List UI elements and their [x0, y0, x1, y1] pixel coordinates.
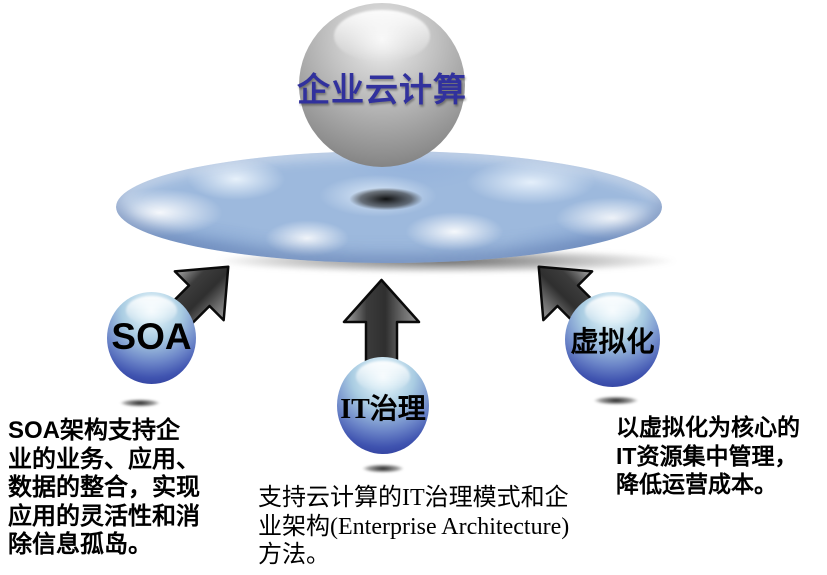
- text-line: SOA架构支持企: [8, 417, 181, 444]
- text-line: 应用的灵活性和消: [8, 502, 200, 530]
- virtualization-sphere: 虚拟化: [565, 292, 660, 387]
- virtualization-description: 以虚拟化为核心的 IT资源集中管理， 降低运营成本。: [616, 413, 800, 499]
- it-governance-sphere: IT治理: [337, 357, 429, 454]
- it-governance-label: IT治理: [340, 394, 426, 425]
- it-governance-description: 支持云计算的IT治理模式和企 业架构(Enterprise Architectu…: [258, 484, 569, 570]
- it-governance-sphere-shadow: [356, 463, 410, 474]
- sphere-gloss-highlight: [333, 9, 431, 63]
- text-line: 业架构(Enterprise Architecture): [258, 513, 570, 540]
- sphere-gloss-highlight: [125, 295, 178, 326]
- virtualization-label: 虚拟化: [570, 327, 655, 358]
- soa-sphere: SOA: [107, 292, 196, 384]
- text-line: 数据的整合，实现: [8, 474, 200, 501]
- text-line: 支持云计算的IT治理模式和企: [258, 485, 569, 511]
- soa-sphere-shadow: [114, 398, 166, 408]
- sphere-contact-shadow: [337, 184, 435, 214]
- soa-label: SOA: [111, 316, 192, 357]
- sphere-gloss-highlight: [584, 295, 641, 327]
- enterprise-cloud-sphere: 企业云计算: [297, 3, 466, 167]
- text-line: 以虚拟化为核心的: [616, 414, 800, 440]
- soa-description: SOA架构支持企 业的业务、应用、 数据的整合，实现 应用的灵活性和消 除信息孤…: [8, 417, 200, 560]
- text-line: 降低运营成本。: [616, 471, 777, 497]
- text-line: 方法。: [258, 542, 330, 568]
- diagram-title: 企业云计算: [297, 71, 467, 108]
- sphere-gloss-highlight: [356, 360, 410, 392]
- text-line: 除信息孤岛。: [8, 531, 152, 558]
- virtualization-sphere-shadow: [587, 395, 645, 406]
- text-line: IT资源集中管理，: [616, 442, 798, 469]
- text-line: 业的业务、应用、: [8, 445, 200, 473]
